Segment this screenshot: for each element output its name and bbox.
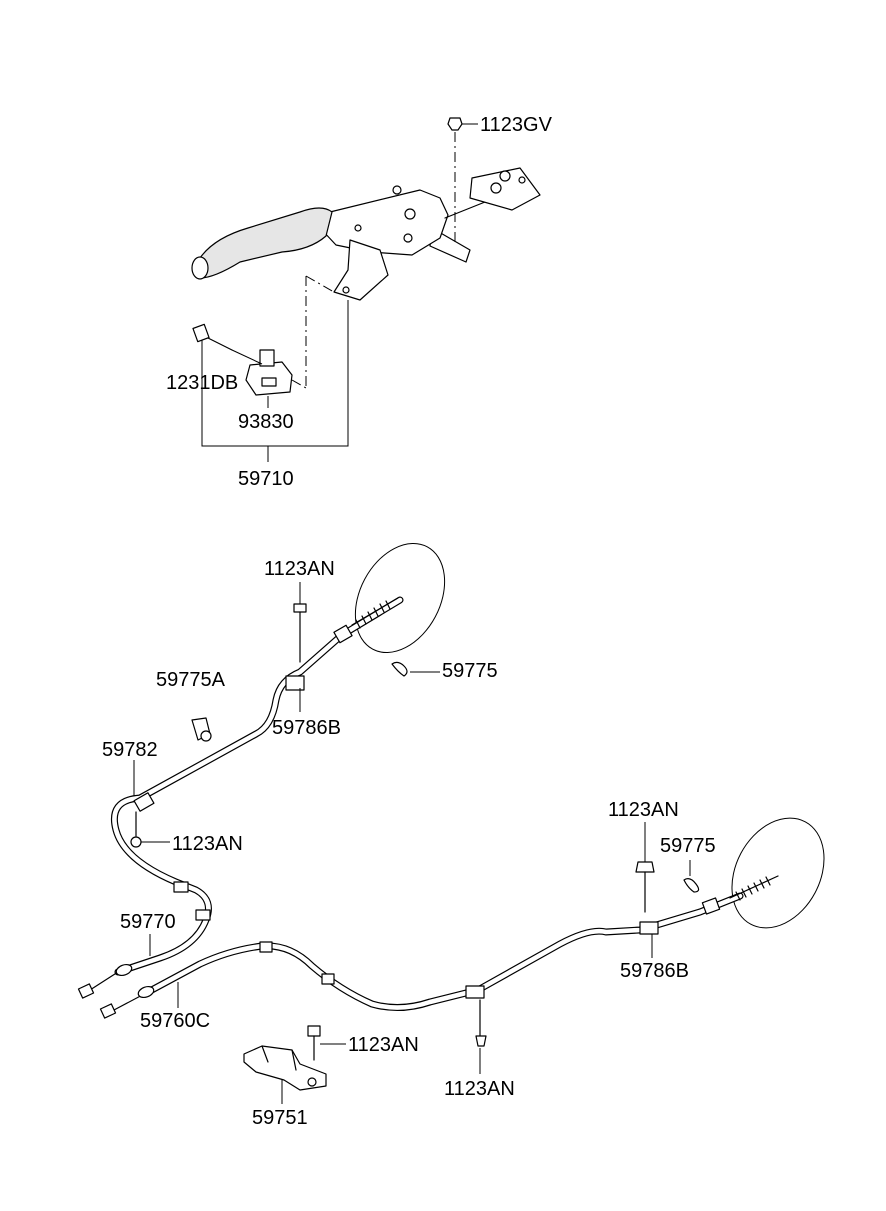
- left-cable-thread-marks: [355, 600, 391, 629]
- retainer-clip-59775-right-icon: [683, 878, 700, 893]
- right-cable-fitting: [701, 897, 721, 915]
- leader-59710: [201, 300, 349, 447]
- label-1123AN-right-top: 1123AN: [608, 799, 679, 821]
- lever-hole: [354, 224, 362, 232]
- label-1123GV: 1123GV: [480, 114, 553, 136]
- cable-clip-59786B-left: [285, 675, 305, 691]
- bolt-1123AN-top-icon: [293, 582, 307, 663]
- label-59770: 59770: [120, 911, 176, 933]
- bolt-1123GV-icon: [447, 117, 478, 245]
- cable-clip: [195, 909, 211, 921]
- lever-pivot-hole: [404, 208, 416, 220]
- equalizer-nut: [490, 182, 502, 194]
- switch-alignment-line: [291, 379, 307, 389]
- right-cable-threaded-end: [729, 875, 779, 899]
- lever-body: [321, 189, 449, 256]
- bracket-59751-icon: [243, 1045, 327, 1091]
- label-1231DB: 1231DB: [166, 372, 238, 394]
- bolt-1231DB-icon: [192, 323, 263, 365]
- switch-alignment-line: [305, 275, 335, 293]
- parking-brake-switch-icon: [245, 349, 293, 396]
- label-1123AN-bottom: 1123AN: [444, 1078, 515, 1100]
- cable-clip: [173, 881, 189, 893]
- bolt-1123AN-right-icon: [635, 822, 655, 913]
- label-1123AN-left: 1123AN: [172, 833, 243, 855]
- equalizer-rod: [444, 199, 491, 219]
- lever-sector-plate: [333, 239, 389, 301]
- bolt-1123AN-bracket-icon: [307, 1025, 346, 1061]
- label-59710: 59710: [238, 468, 294, 490]
- left-cable-fitting: [333, 624, 353, 644]
- label-59760C: 59760C: [140, 1010, 210, 1032]
- parking-brake-lever-assembly: [191, 167, 541, 301]
- label-59782: 59782: [102, 739, 158, 761]
- label-59775-upper: 59775: [442, 660, 498, 682]
- left-brake-drum-outline: [354, 542, 446, 654]
- lever-top-knob: [392, 185, 402, 195]
- equalizer-nut: [518, 176, 526, 184]
- clip-59775A-icon: [191, 717, 212, 742]
- cable-clip: [321, 973, 335, 985]
- label-59751: 59751: [252, 1107, 308, 1129]
- lever-hole: [403, 233, 413, 243]
- bolt-1123AN-bottom-icon: [475, 999, 487, 1074]
- release-button: [191, 256, 209, 280]
- bolt-1123AN-left-icon: [130, 811, 170, 848]
- right-brake-drum-outline: [731, 817, 825, 929]
- lever-grip: [199, 207, 333, 279]
- label-1123AN-bracket: 1123AN: [348, 1034, 419, 1056]
- left-cable-threaded-end: [351, 597, 399, 626]
- right-cable-thread-marks: [735, 876, 771, 901]
- label-59775-right: 59775: [660, 835, 716, 857]
- cable-59760C: [99, 892, 744, 1019]
- cable-clip: [259, 941, 273, 953]
- label-1123AN-top: 1123AN: [264, 558, 335, 580]
- cable-clip-59786B-right: [639, 921, 659, 935]
- cable-clip-center: [465, 985, 485, 999]
- label-59786B-right: 59786B: [620, 960, 689, 982]
- label-93830: 93830: [238, 411, 294, 433]
- equalizer-nut: [499, 170, 511, 182]
- cable-59770: [77, 596, 404, 999]
- sector-hole: [342, 286, 350, 294]
- label-59775A: 59775A: [156, 669, 226, 691]
- cable-clip-59782: [133, 792, 155, 812]
- label-59786B-left: 59786B: [272, 717, 341, 739]
- retainer-clip-59775-upper-icon: [391, 661, 440, 677]
